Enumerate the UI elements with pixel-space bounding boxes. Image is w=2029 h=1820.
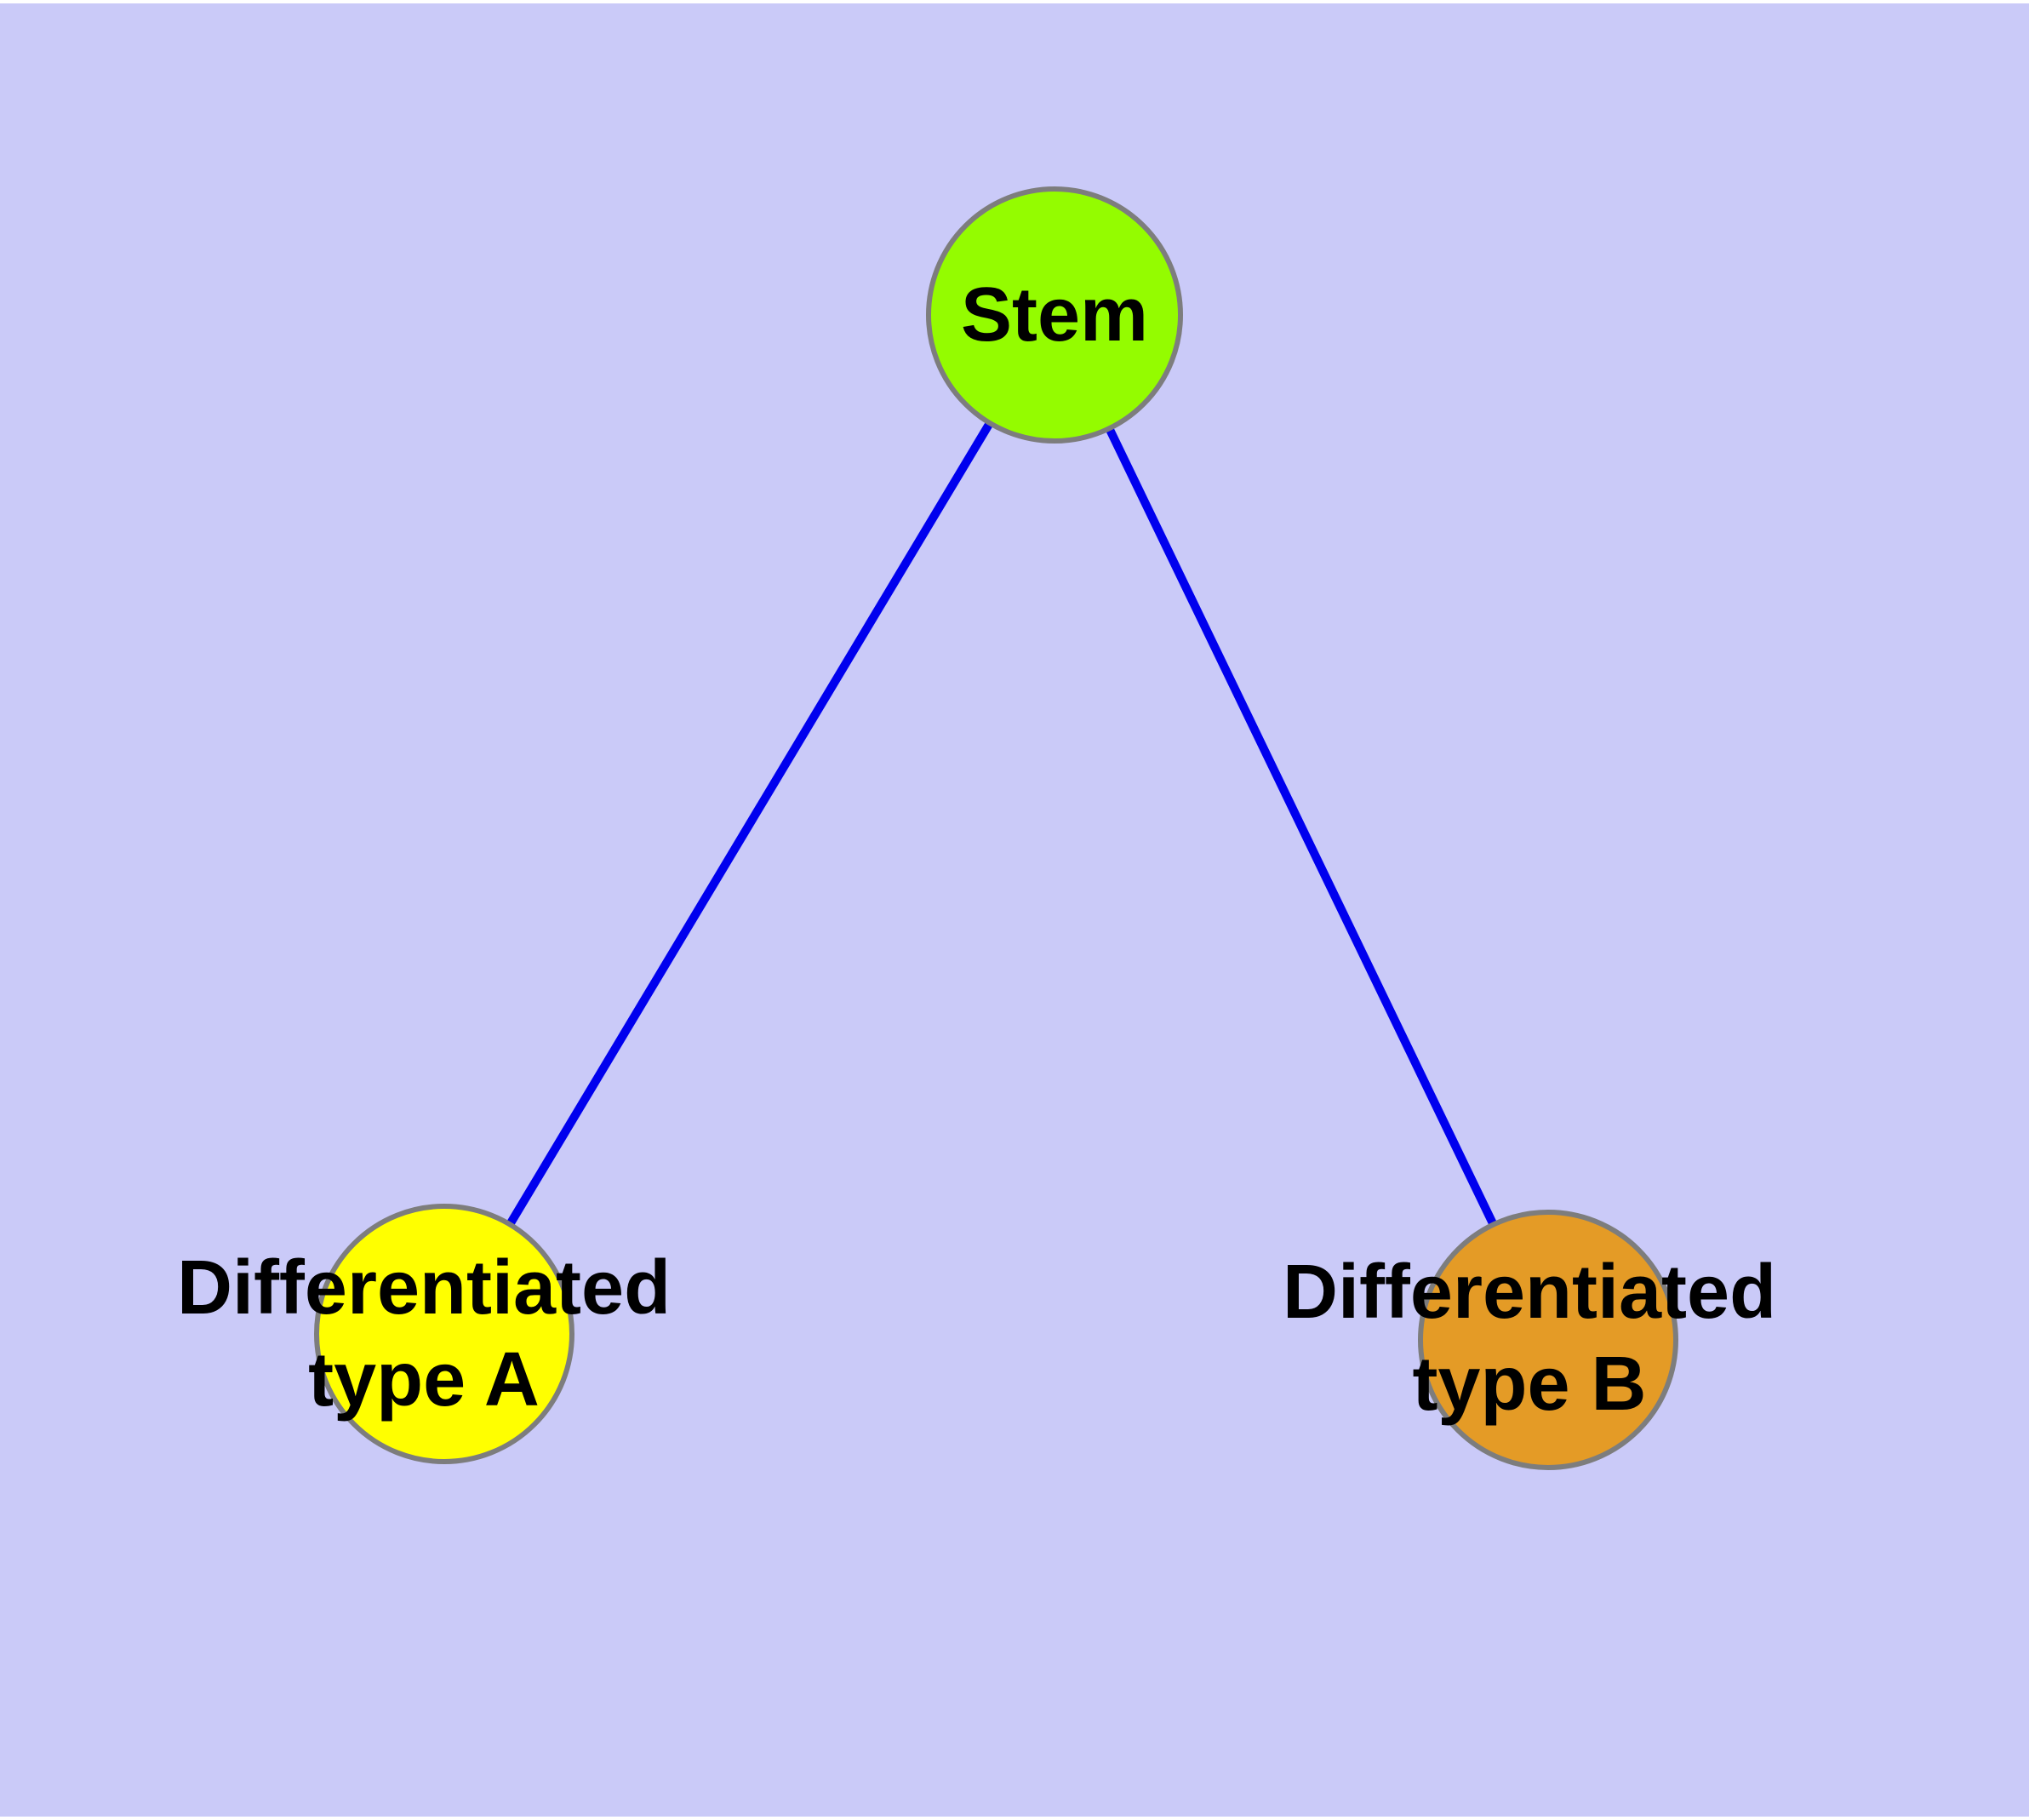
edge-stem-to-type-b <box>1050 312 1553 1342</box>
node-differentiated-type-a <box>314 1204 574 1464</box>
node-label-differentiated-type-a: Differentiated type A <box>176 1245 672 1422</box>
edge-layer <box>440 312 1553 1342</box>
edge-stem-to-type-a <box>440 312 1059 1336</box>
node-differentiated-type-b <box>1418 1210 1678 1470</box>
node-stem <box>926 186 1183 444</box>
node-label-differentiated-type-b: Differentiated type B <box>1282 1250 1777 1427</box>
plot-background: Stem Differentiated type A Differentiate… <box>0 3 2029 1817</box>
node-label-stem: Stem <box>960 272 1149 358</box>
